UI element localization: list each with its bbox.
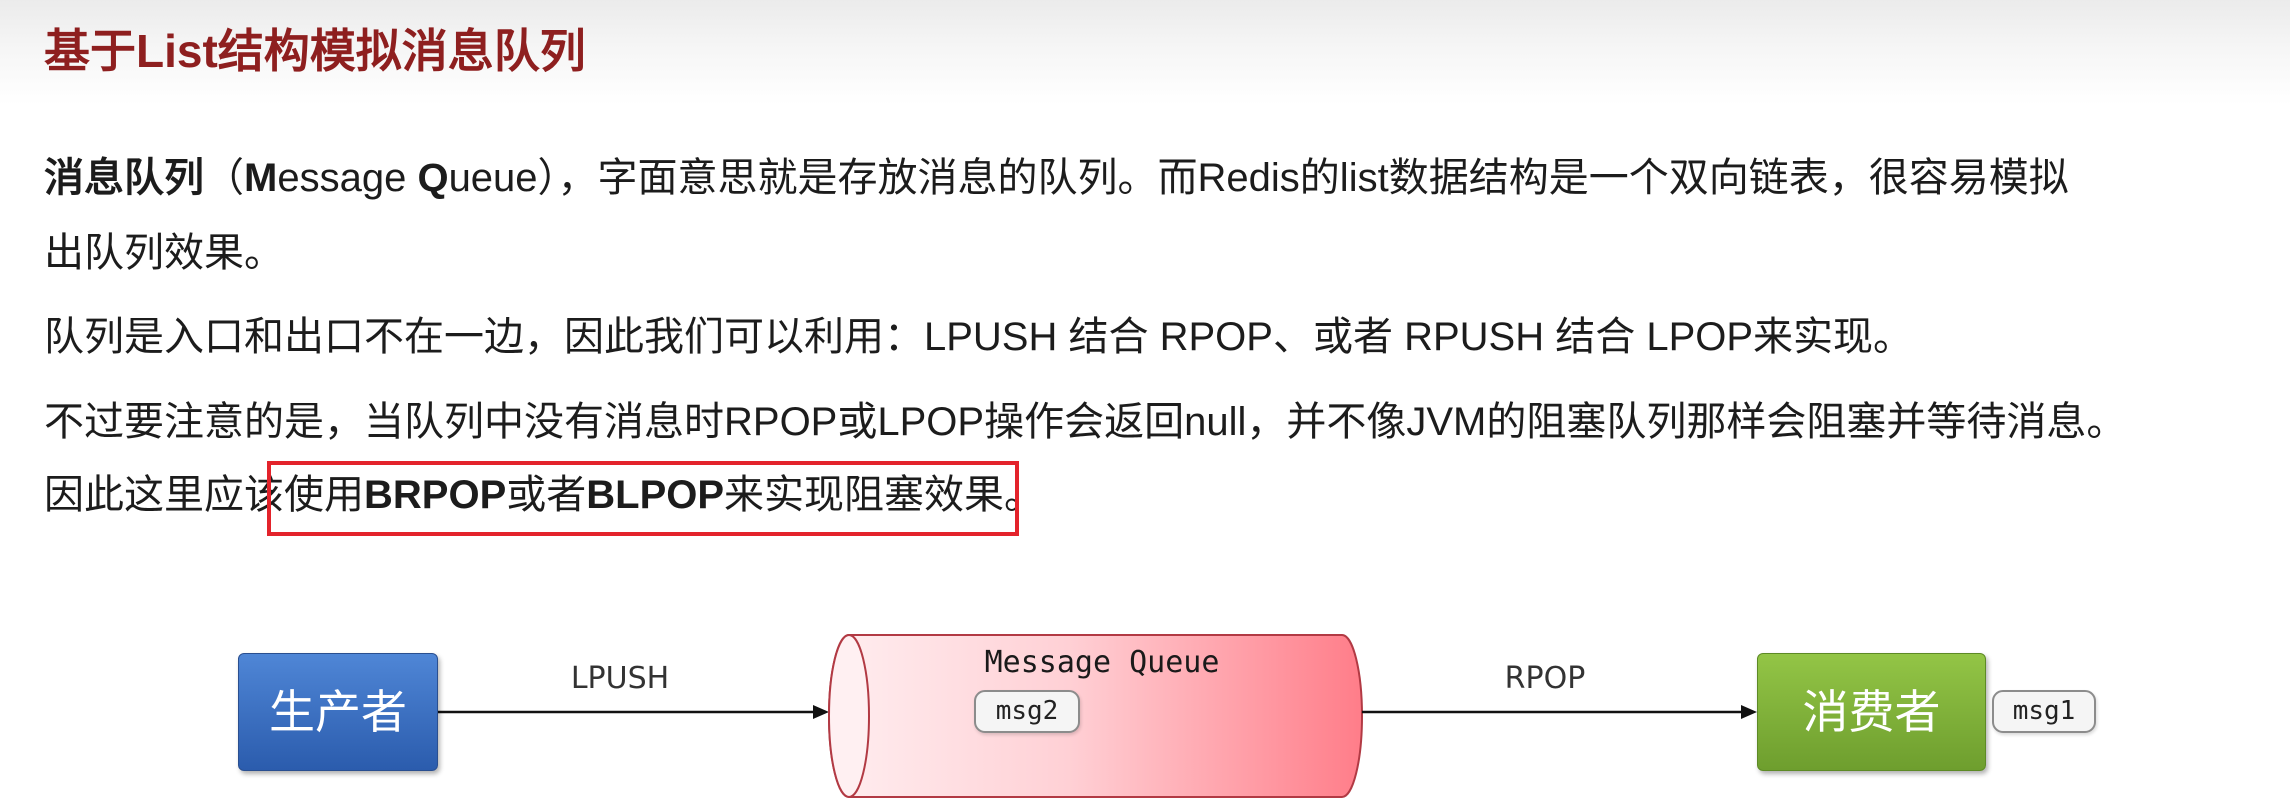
blocking-note-suffix: 来实现阻塞效果。 (724, 473, 1045, 517)
bold-letter-m: M (244, 156, 278, 200)
blocking-note-line-2: 因此这里应该使用BRPOP或者BLPOP来实现阻塞效果。 (44, 458, 1044, 532)
intro-paragraph-line-1: 消息队列（Message Queue），字面意思就是存放消息的队列。而Redis… (44, 141, 2069, 215)
queue-usage-paragraph: 队列是入口和出口不在一边，因此我们可以利用：LPUSH 结合 RPOP、或者 R… (44, 315, 1914, 359)
queue-label: Message Queue (985, 645, 1220, 680)
blpop-command: BLPOP (586, 473, 725, 517)
intro-paragraph-rest: ueue），字面意思就是存放消息的队列。而Redis的list数据结构是一个双向… (448, 156, 2069, 200)
intro-paragraph-line-2: 出队列效果。 (44, 231, 284, 275)
lpush-arrow-head (813, 705, 829, 719)
blocking-note-prefix: 因此这里应该使用 (44, 473, 364, 517)
lpush-label: LPUSH (571, 661, 669, 696)
queue-left-cap (828, 634, 870, 798)
blocking-note-or: 或者 (506, 473, 587, 517)
rpop-label: RPOP (1505, 661, 1586, 696)
consumed-message-msg1: msg1 (1992, 690, 2096, 733)
producer-box: 生产者 (238, 653, 438, 771)
slide-title: 基于List结构模拟消息队列 (44, 25, 586, 77)
message-queue-cylinder: Message Queue (828, 634, 1363, 798)
bold-letter-q: Q (417, 156, 449, 200)
open-paren: （ (204, 156, 244, 200)
queued-message-msg2: msg2 (974, 690, 1080, 733)
blocking-note-line-1: 不过要注意的是，当队列中没有消息时RPOP或LPOP操作会返回null，并不像J… (44, 400, 2127, 444)
rpop-arrow-head (1741, 705, 1757, 719)
term-message-queue: 消息队列 (44, 156, 204, 200)
highlight-box (267, 461, 1019, 536)
consumer-box: 消费者 (1757, 653, 1986, 771)
word-essage: essage (277, 156, 418, 200)
brpop-command: BRPOP (364, 473, 507, 517)
